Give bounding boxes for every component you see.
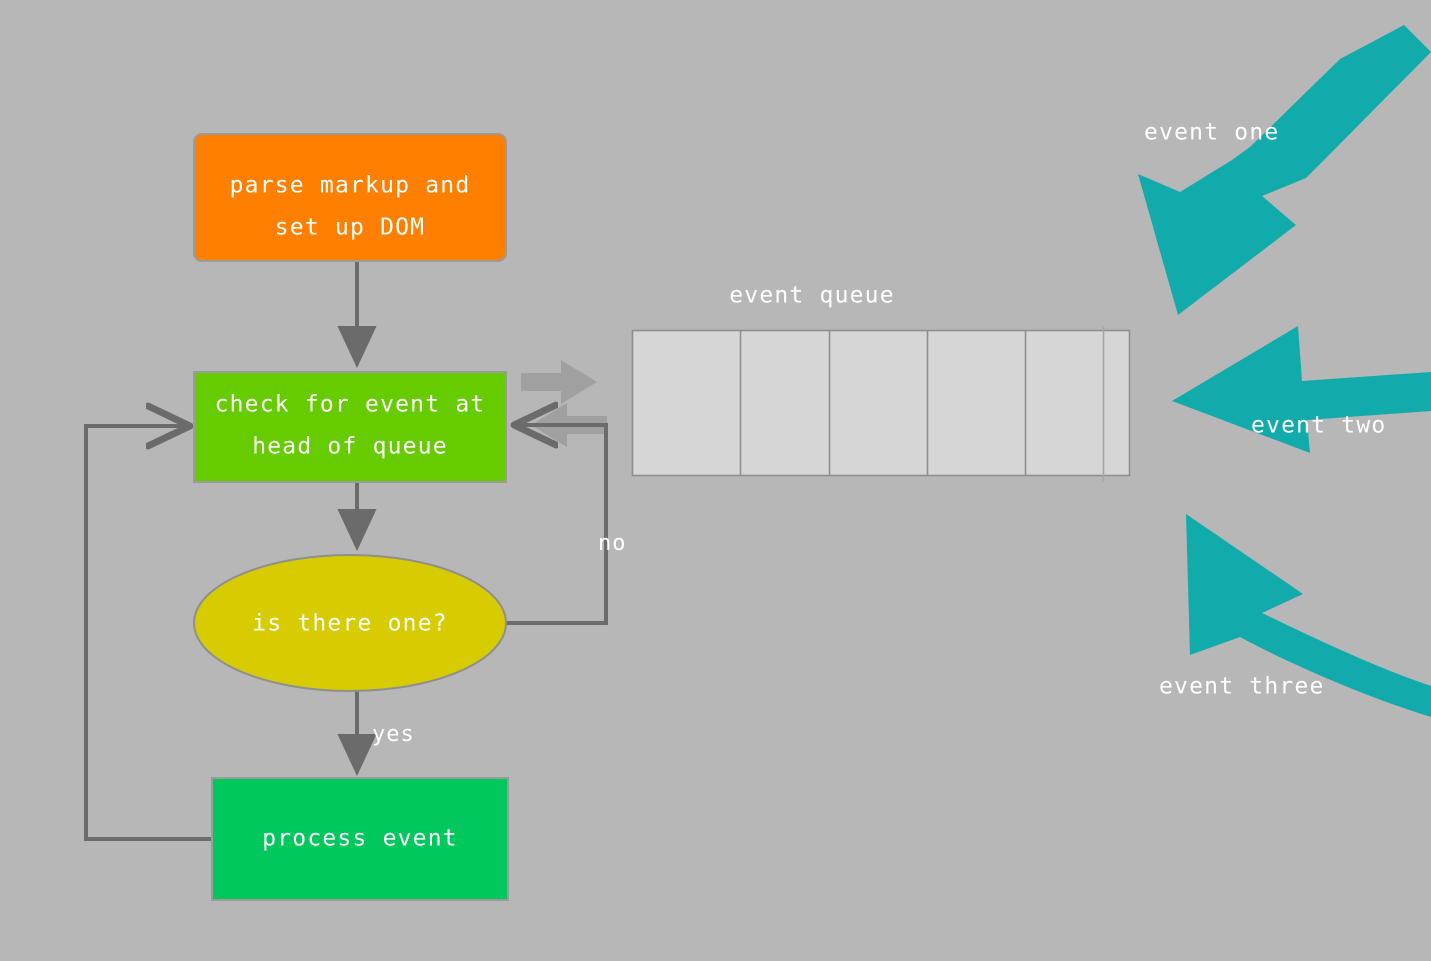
node-decision-shape xyxy=(193,554,507,692)
node-process-event-shape xyxy=(211,777,509,901)
event-two-label: event two xyxy=(1251,413,1386,439)
node-process-event[interactable]: process event xyxy=(211,777,509,901)
node-parse-markup-shape xyxy=(193,133,507,262)
event-queue-title: event queue xyxy=(729,283,895,309)
dequeue-arrow-icon xyxy=(521,360,597,404)
edge-label-no: no xyxy=(598,531,627,556)
edge-label-yes: yes xyxy=(372,722,415,747)
event-two-arrow xyxy=(1172,326,1431,453)
event-three-label: event three xyxy=(1159,674,1325,700)
node-check-event[interactable]: check for event at head of queue xyxy=(193,371,507,483)
event-arrows-group xyxy=(1138,25,1431,717)
event-labels: event one event two event three xyxy=(1144,120,1386,700)
node-check-event-line1: check for event at xyxy=(215,392,486,418)
edge-decision-no-loop xyxy=(506,425,608,625)
edge-labels: yes no xyxy=(372,531,627,747)
event-queue-group xyxy=(631,326,1131,482)
node-decision-label: is there one? xyxy=(252,611,448,637)
node-parse-markup-line2: set up DOM xyxy=(275,215,425,241)
edge-process-to-check-loop xyxy=(84,426,212,841)
event-one-arrow xyxy=(1138,25,1431,315)
event-one-label: event one xyxy=(1144,120,1279,146)
node-process-event-label: process event xyxy=(262,826,458,852)
node-decision-is-there-one[interactable]: is there one? xyxy=(193,554,507,692)
event-queue-box[interactable] xyxy=(631,329,1131,477)
node-parse-markup[interactable]: parse markup and set up DOM xyxy=(193,133,507,262)
flowchart-nodes: parse markup and set up DOM check for ev… xyxy=(193,133,509,901)
queue-connector-arrows xyxy=(521,360,607,447)
node-parse-markup-line1: parse markup and xyxy=(230,173,471,199)
flow-connectors xyxy=(84,261,608,841)
event-three-arrow xyxy=(1186,514,1431,717)
node-check-event-line2: head of queue xyxy=(252,434,448,460)
node-check-event-shape xyxy=(193,371,507,483)
